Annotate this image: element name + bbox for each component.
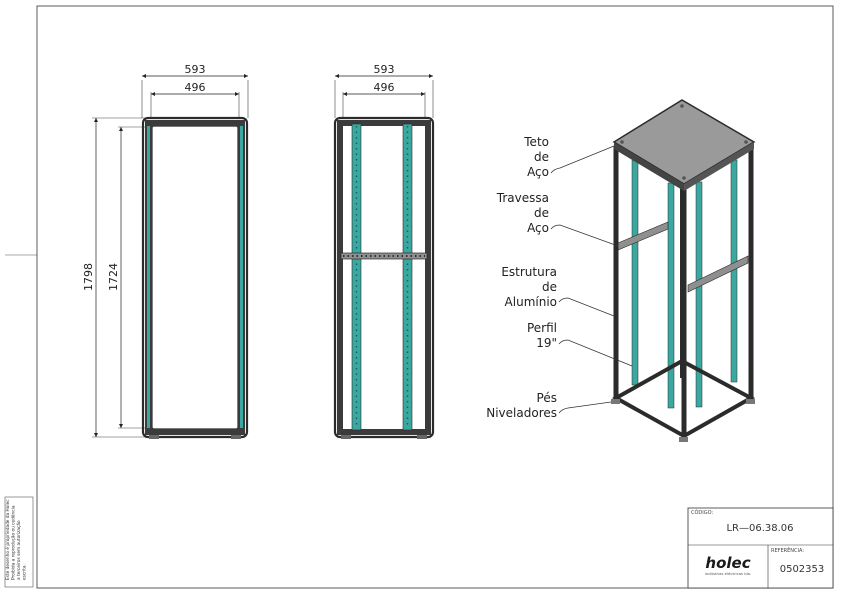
referencia-label: REFERÊNCIA:	[771, 546, 804, 554]
label-estrutura-1: Estrutura	[501, 265, 557, 279]
leader-pes	[558, 401, 612, 414]
leader-travessa	[550, 224, 619, 247]
side-note-line-4: escrita.	[22, 564, 28, 580]
front-foot-right	[231, 435, 241, 439]
label-perfil-2: 19"	[536, 336, 557, 350]
front-inner-height-label: 1724	[107, 263, 120, 291]
title-block: CÓDIGO: LR—06.38.06 REFERÊNCIA: 0502353 …	[687, 507, 834, 589]
side-view: 593 496	[333, 63, 435, 439]
side-outer-width-label: 593	[374, 63, 395, 76]
iso-foot-2	[679, 437, 688, 442]
iso-cross-beam-right	[687, 255, 749, 293]
side-foot-right	[417, 435, 427, 439]
front-frame-outer	[141, 116, 249, 439]
leader-perfil	[558, 339, 633, 367]
iso-foot-3	[746, 399, 755, 404]
label-teto-2: de	[534, 150, 549, 164]
label-pes-2: Niveladores	[486, 406, 557, 420]
codigo-value: LR—06.38.06	[726, 523, 793, 534]
label-travessa-3: Aço	[527, 221, 549, 235]
side-inner-width-label: 496	[374, 81, 395, 94]
sheet-border	[36, 5, 834, 589]
side-note-box: Este desenho é propriedade da Holec Proi…	[4, 496, 34, 588]
company-logo: holec	[705, 554, 750, 572]
label-teto-3: Aço	[527, 165, 549, 179]
label-perfil-1: Perfil	[527, 321, 557, 335]
front-rail-left	[147, 126, 150, 428]
iso-cross-beam-left	[617, 221, 669, 251]
side-note-line-2: Proibida a reprodução ou cedência	[10, 505, 17, 580]
side-note-line-3: a terceiros sem autorização	[16, 520, 22, 580]
referencia-value: 0502353	[780, 564, 825, 575]
iso-rail-2	[667, 182, 675, 409]
front-foot-left	[149, 435, 159, 439]
front-rail-right	[240, 126, 243, 428]
company-logo-sub: indústrias eléctricas lda.	[705, 571, 751, 576]
side-frame-outer	[333, 116, 435, 439]
label-estrutura-2: de	[542, 280, 557, 294]
side-note-line-1: Este desenho é propriedade da Holec	[4, 499, 11, 580]
side-foot-left	[341, 435, 351, 439]
leader-teto	[550, 145, 615, 174]
callouts: Teto de Aço Travessa de Aço Estrutura de…	[486, 135, 633, 420]
label-travessa-2: de	[534, 206, 549, 220]
label-teto-1: Teto	[523, 135, 549, 149]
front-outer-width-label: 593	[185, 63, 206, 76]
leader-estrutura	[558, 297, 615, 317]
iso-rail-1	[631, 159, 639, 386]
front-outer-height-label: 1798	[82, 263, 95, 291]
isometric-view	[611, 99, 756, 442]
codigo-label: CÓDIGO:	[691, 509, 713, 516]
iso-base	[611, 358, 756, 439]
front-inner-width-label: 496	[185, 81, 206, 94]
label-travessa-1: Travessa	[496, 191, 549, 205]
iso-foot-1	[611, 399, 620, 404]
label-estrutura-3: Alumínio	[505, 295, 557, 309]
side-rail-left	[351, 123, 362, 431]
side-rail-right	[402, 123, 413, 431]
label-pes-1: Pés	[537, 391, 557, 405]
front-frame-inner	[151, 125, 239, 430]
front-view: 593 496 1798 1724	[82, 63, 249, 439]
